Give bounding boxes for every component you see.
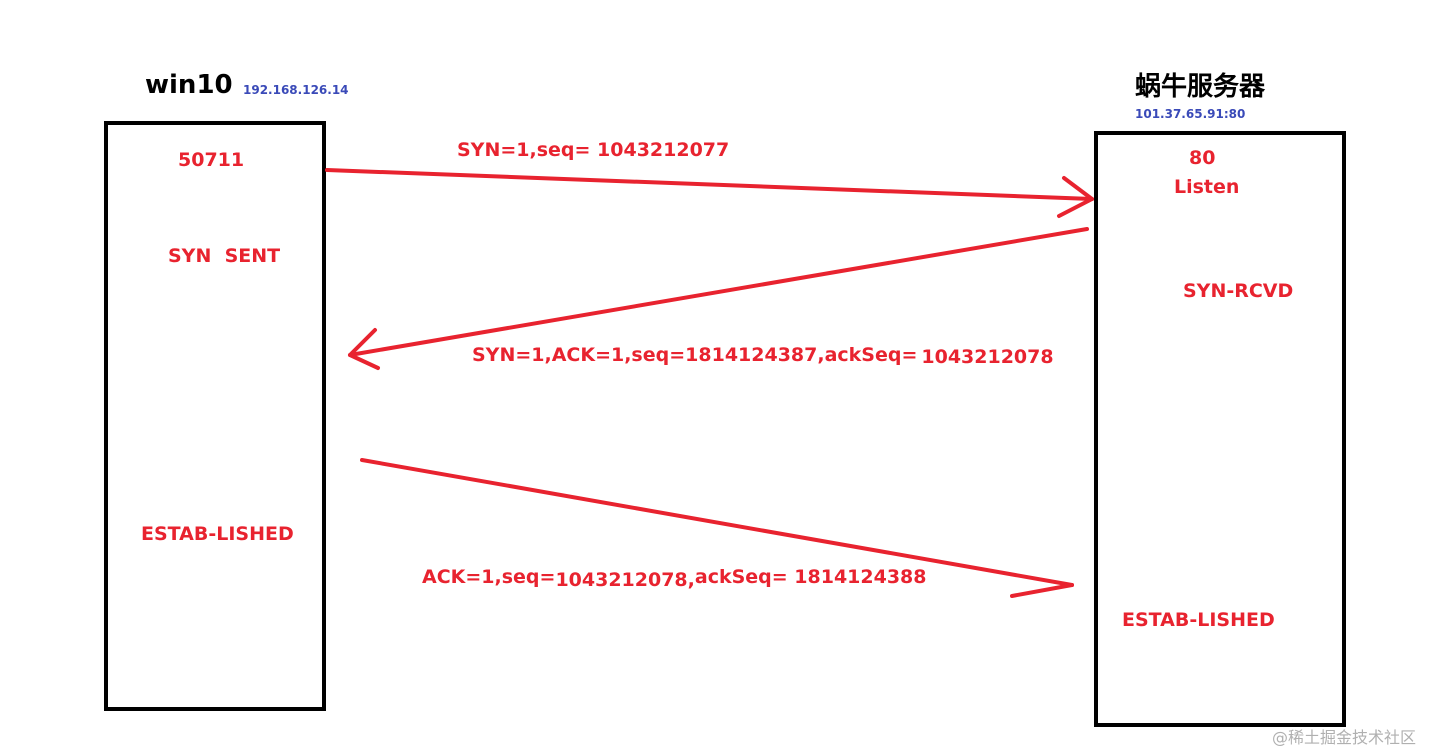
client-address: 192.168.126.140 <box>243 83 349 97</box>
server-state-listen: Listen <box>1174 176 1240 198</box>
server-state-syn-rcvd: SYN-RCVD <box>1183 280 1294 302</box>
server-title: 蜗牛服务器 <box>1135 72 1266 102</box>
ack-arrowhead <box>1010 583 1074 598</box>
syn-ack-arrow <box>348 227 1089 357</box>
server-port: 80 <box>1189 147 1216 169</box>
ack-arrow <box>360 458 1074 587</box>
client-port: 50711 <box>178 149 245 171</box>
syn-ack-message-part4: 1043212078 <box>921 346 1054 368</box>
ack-message: ACK=1,seq=1043212078,ackSeq= 1814124388 <box>422 566 927 591</box>
syn-ack-arrowhead <box>348 328 380 370</box>
server-box <box>1094 131 1346 727</box>
server-address: 101.37.65.91:80 <box>1135 107 1246 121</box>
syn-ack-message-part3: ,ackSeq= <box>817 344 918 366</box>
syn-ack-message-part1: SYN=1,ACK=1,seq= <box>472 344 686 366</box>
client-title: win10 <box>145 70 233 100</box>
ack-message-part1: ACK=1,seq= <box>422 566 556 588</box>
syn-ack-message: SYN=1,ACK=1,seq=1814124387,ackSeq=104321… <box>472 344 1054 368</box>
client-box <box>104 121 326 711</box>
server-state-established: ESTAB-LISHED <box>1122 609 1275 631</box>
syn-arrowhead <box>1057 176 1094 218</box>
ack-message-part2: 1043212078, <box>555 569 695 591</box>
client-state-syn-sent: SYN SENT <box>168 245 281 267</box>
watermark: @稀土掘金技术社区 <box>1272 728 1417 747</box>
syn-message: SYN=1,seq= 1043212077 <box>457 139 730 161</box>
client-state-established: ESTAB-LISHED <box>141 523 294 545</box>
syn-arrow <box>325 168 1094 201</box>
syn-ack-message-part2: 1814124387 <box>685 344 818 366</box>
ack-message-part3: ackSeq= 1814124388 <box>694 566 927 588</box>
